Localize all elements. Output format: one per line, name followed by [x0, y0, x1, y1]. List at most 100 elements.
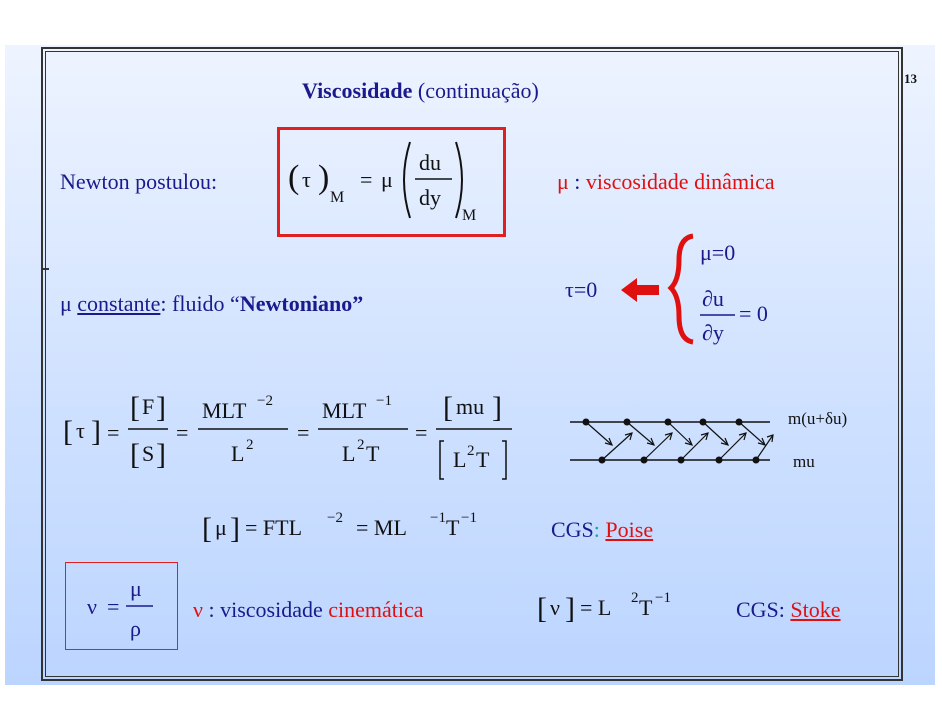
condition-graphics: μ=0 ∂u ∂y = 0: [621, 233, 768, 345]
cgs2-label: CGS: [736, 597, 779, 622]
nu-formula: ν = μ ρ: [87, 576, 153, 641]
dim-exp-2b: 2: [357, 437, 365, 453]
f1-tau: τ: [302, 167, 311, 192]
nu-dim-T: T: [639, 595, 653, 620]
frame-tick: [41, 268, 49, 270]
slide-frame-outer: [41, 47, 903, 681]
slide-frame-inner: [45, 51, 899, 677]
bracket-mu-close: ]: [492, 391, 502, 424]
dim-L3: L: [453, 447, 466, 472]
dim-exp-2c: 2: [467, 443, 475, 459]
kinematic-viscosity: ν : viscosidade cinemática: [193, 599, 424, 621]
title-rest: (continuação): [412, 78, 539, 103]
const-mid: : fluido “: [160, 291, 240, 316]
paren-close: ): [318, 159, 329, 196]
nu-dim-exp3: −1: [655, 590, 671, 606]
tau-dimensions: [ τ ] = [ F ] [ S ] = MLT −2 L 2 = MLT −…: [63, 391, 512, 480]
paren-open: (: [288, 159, 299, 196]
dim-mlt: MLT: [202, 398, 247, 423]
nu-bracket-open: [: [537, 592, 547, 625]
diagram-bottom-label: mu: [793, 452, 815, 471]
newton-formula-box: [277, 127, 506, 237]
const-word: constante: [77, 291, 161, 316]
cond-dy: ∂y: [702, 320, 724, 345]
nu-formula-box: [65, 562, 178, 650]
mu-exp1: −2: [327, 510, 343, 526]
cgs2-unit: Stoke: [790, 597, 841, 622]
title-bold: Viscosidade: [302, 78, 413, 103]
dim-L: L: [231, 441, 244, 466]
kin-desc2: cinemática: [328, 597, 424, 622]
mu-exp2: −1: [430, 510, 446, 526]
velocity-diagram: m(u+δu) mu: [570, 409, 847, 471]
cgs1-colon: :: [593, 517, 600, 542]
nu-dim-rhs: = L: [580, 595, 611, 620]
slide-title: Viscosidade (continuação): [302, 80, 539, 102]
cond-eq0: = 0: [739, 301, 768, 326]
nu-mu: μ: [130, 576, 142, 601]
bracket-S-open: [: [130, 438, 140, 471]
cgs-stoke: CGS: Stoke: [736, 599, 841, 621]
dynamic-viscosity: μ : viscosidade dinâmica: [557, 171, 775, 193]
kin-desc1: viscosidade: [220, 597, 329, 622]
dim-mu: mu: [456, 394, 484, 419]
constant-line: μ constante: fluido “Newtoniano”: [60, 293, 363, 315]
mu-dim-mu: μ: [215, 515, 227, 540]
dim-L2: L: [342, 441, 355, 466]
dyn-mu: μ: [557, 169, 569, 194]
bracket-S-close: ]: [156, 438, 166, 471]
dim-F: F: [142, 394, 154, 419]
cgs1-label: CGS: [551, 517, 594, 542]
dim-eq2: =: [176, 420, 188, 445]
newton-formula: ( τ ) M = μ du dy M: [288, 141, 476, 224]
curly-brace-icon: [667, 233, 694, 345]
left-arrow-icon: [621, 278, 659, 302]
kin-nu: ν: [193, 597, 203, 622]
big-paren-close: [455, 141, 463, 219]
cond-mu0: μ=0: [700, 240, 735, 265]
diagram-top-label: m(u+δu): [788, 409, 847, 428]
dim-mlt2: MLT: [322, 398, 367, 423]
nu-bracket-close: ]: [565, 592, 575, 625]
f1-mu: μ: [381, 167, 393, 192]
nu-dim-exp2: 2: [631, 590, 639, 606]
nu-symbol: ν: [87, 594, 97, 619]
bracket-den-close: [502, 440, 507, 480]
cgs2-colon: :: [778, 597, 791, 622]
mu-bracket-open: [: [202, 512, 212, 545]
dim-eq1: =: [107, 420, 119, 445]
const-bold: Newtoniano”: [239, 291, 364, 316]
const-mu: μ: [60, 291, 78, 316]
f1-dy: dy: [419, 185, 441, 210]
dim-exp-m2: −2: [257, 393, 273, 409]
nu-dim-nu: ν: [550, 595, 560, 620]
cgs-poise: CGS: Poise: [551, 519, 653, 541]
f1-sub-m2: M: [462, 207, 476, 224]
mu-dimensions: [ μ ] = FTL −2 = ML −1 T −1: [202, 510, 477, 545]
dim-T: T: [366, 441, 380, 466]
bracket-den-open: [439, 440, 444, 480]
dyn-colon: :: [568, 169, 586, 194]
nu-dimensions: [ ν ] = L 2 T −1: [537, 590, 671, 625]
mu-rhs2: = ML: [356, 515, 407, 540]
bracket-F-open: [: [130, 391, 140, 424]
mu-T: T: [446, 515, 460, 540]
kin-colon: :: [202, 597, 221, 622]
dim-S: S: [142, 441, 154, 466]
bracket-mu-open: [: [443, 391, 453, 424]
dyn-desc: viscosidade dinâmica: [585, 169, 775, 194]
bracket-close-1: ]: [91, 415, 101, 448]
cgs1-unit: Poise: [605, 517, 654, 542]
dim-eq3: =: [297, 420, 309, 445]
dim-exp-2: 2: [246, 437, 254, 453]
dim-T2: T: [476, 447, 490, 472]
f1-du: du: [419, 150, 441, 175]
mu-exp3: −1: [461, 510, 477, 526]
nu-rho: ρ: [130, 616, 141, 641]
cond-du: ∂u: [702, 286, 724, 311]
big-paren-open: [403, 141, 411, 219]
dim-eq4: =: [415, 420, 427, 445]
bracket-F-close: ]: [156, 391, 166, 424]
momentum-arrows: [585, 421, 774, 461]
f1-sub-m: M: [330, 189, 344, 206]
